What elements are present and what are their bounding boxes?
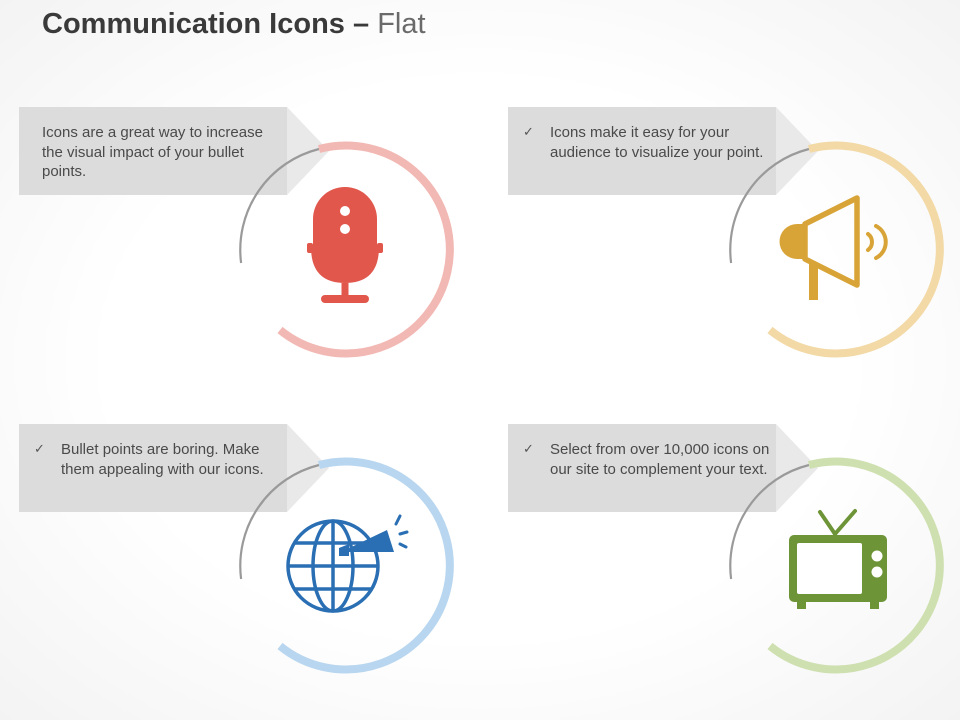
- callout-text: Icons make it easy for your audience to …: [550, 124, 764, 161]
- text-callout: ✓ Select from over 10,000 icons on our s…: [508, 424, 818, 512]
- ring-colored-arc: [277, 457, 454, 674]
- megaphone-icon: [779, 195, 888, 300]
- page-title: Communication Icons – Flat: [42, 8, 426, 41]
- callout-text: Icons are a great way to increase the vi…: [42, 124, 263, 180]
- ring-gray-arc: [239, 463, 320, 580]
- ring-gray-arc: [729, 147, 810, 264]
- callout-text: Select from over 10,000 icons on our sit…: [550, 441, 770, 478]
- icon-ring: [239, 457, 454, 674]
- icon-ring: [729, 141, 944, 358]
- title-main: Communication Icons: [42, 8, 345, 40]
- ring-gray-arc: [729, 463, 810, 580]
- ring-colored-arc: [767, 457, 944, 674]
- title-dash: –: [352, 8, 370, 40]
- check-icon: ✓: [523, 124, 534, 139]
- ring-gray-arc: [239, 147, 320, 264]
- ring-colored-arc: [767, 141, 944, 358]
- title-subtitle: Flat: [377, 8, 426, 40]
- television-icon: [789, 509, 887, 609]
- text-callout: ✓ Bullet points are boring. Make them ap…: [19, 424, 329, 512]
- icon-ring: [239, 141, 454, 358]
- check-icon: ✓: [523, 441, 534, 456]
- check-icon: ✓: [34, 441, 45, 456]
- icon-ring: [729, 457, 944, 674]
- microphone-icon: [307, 187, 383, 303]
- callout-text: Bullet points are boring. Make them appe…: [61, 441, 264, 478]
- ring-colored-arc: [277, 141, 454, 358]
- globe-megaphone-icon: [286, 514, 409, 613]
